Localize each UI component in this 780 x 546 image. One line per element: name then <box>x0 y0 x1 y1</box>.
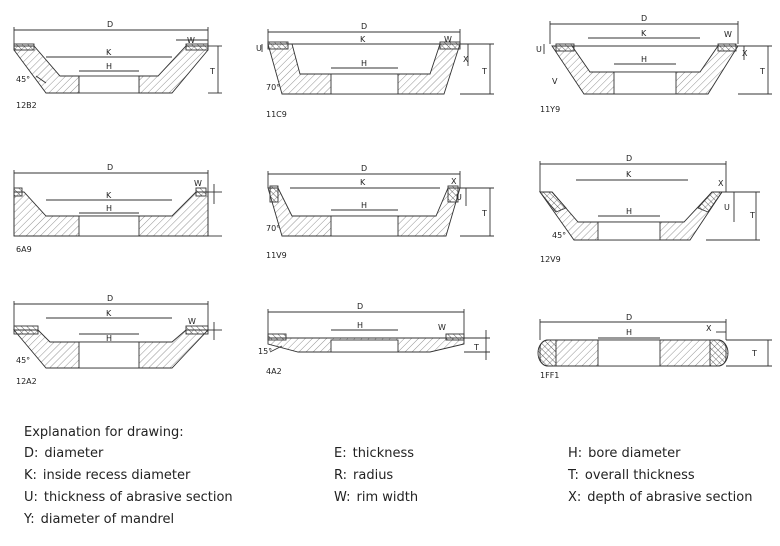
label-w: W <box>438 323 446 332</box>
code-12a2: 12A2 <box>16 377 37 386</box>
label-d: D <box>641 14 647 23</box>
label-t: T <box>749 211 755 220</box>
wheel-drawings: D K H W T 45° 12B2 D K H W X U T 70° 11C… <box>13 14 772 386</box>
label-x: X <box>463 55 469 64</box>
legend-title: Explanation for drawing: <box>24 425 184 440</box>
label-x: X <box>706 324 712 333</box>
code-12v9: 12V9 <box>540 255 561 264</box>
legend-item-e: E:thickness <box>334 446 415 461</box>
label-t: T <box>481 209 487 218</box>
label-u: U <box>456 193 462 202</box>
label-angle: 70° <box>266 83 280 92</box>
legend-item-d: D:diameter <box>24 446 104 461</box>
code-11y9: 11Y9 <box>540 105 560 114</box>
label-x: X <box>451 177 457 186</box>
label-x: X <box>742 49 748 58</box>
label-d: D <box>626 313 632 322</box>
label-d: D <box>626 154 632 163</box>
label-h: H <box>361 59 367 68</box>
code-12b2: 12B2 <box>16 101 37 110</box>
drawing-6a9 <box>13 170 222 237</box>
legend-item-r: R:radius <box>334 468 394 483</box>
label-d: D <box>107 20 113 29</box>
drawing-12v9 <box>539 161 760 241</box>
code-6a9: 6A9 <box>16 245 32 254</box>
code-11v9: 11V9 <box>266 251 287 260</box>
label-w: W <box>187 36 195 45</box>
label-h: H <box>106 62 112 71</box>
label-h: H <box>626 207 632 216</box>
code-11c9: 11C9 <box>266 110 287 119</box>
label-angle: 45° <box>552 231 566 240</box>
legend-item-w: W:rim width <box>334 490 419 505</box>
code-4a2: 4A2 <box>266 367 282 376</box>
label-v: V <box>552 77 558 86</box>
drawing-11y9 <box>543 21 772 95</box>
label-angle: 15° <box>258 347 272 356</box>
label-t: T <box>481 67 487 76</box>
label-h: H <box>361 201 367 210</box>
label-angle: 70° <box>266 224 280 233</box>
label-x: X <box>718 179 724 188</box>
label-h: H <box>106 334 112 343</box>
label-d: D <box>107 294 113 303</box>
label-k: K <box>106 309 112 318</box>
label-h: H <box>641 55 647 64</box>
label-d: D <box>361 164 367 173</box>
label-h: H <box>626 328 632 337</box>
label-w: W <box>724 30 732 39</box>
label-k: K <box>360 178 366 187</box>
drawing-1ff1 <box>537 319 772 367</box>
label-u: U <box>536 45 542 54</box>
label-w: W <box>188 317 196 326</box>
legend: D:diameter K:inside recess diameter U:th… <box>24 446 780 536</box>
drawing-11v9 <box>267 171 494 237</box>
label-h: H <box>106 204 112 213</box>
label-k: K <box>106 48 112 57</box>
drawing-4a2 <box>267 309 490 360</box>
drawing-12b2 <box>13 27 222 94</box>
label-t: T <box>473 343 479 352</box>
label-k: K <box>360 35 366 44</box>
label-k: K <box>641 29 647 38</box>
legend-item-y: Y:diameter of mandrel <box>24 512 175 527</box>
label-u: U <box>724 203 730 212</box>
label-t: T <box>759 67 765 76</box>
label-k: K <box>626 170 632 179</box>
label-u: U <box>256 44 262 53</box>
code-1ff1: 1FF1 <box>540 371 559 380</box>
label-t: T <box>209 67 215 76</box>
label-w: W <box>444 35 452 44</box>
label-angle: 45° <box>16 75 30 84</box>
label-d: D <box>107 163 113 172</box>
legend-item-k: K:inside recess diameter <box>24 468 191 483</box>
label-d: D <box>361 22 367 31</box>
label-h: H <box>357 321 363 330</box>
label-k: K <box>106 191 112 200</box>
label-t: T <box>751 349 757 358</box>
label-d: D <box>357 302 363 311</box>
drawing-12a2 <box>13 301 222 369</box>
label-w: W <box>194 179 202 188</box>
drawing-11c9 <box>261 29 494 95</box>
label-angle: 45° <box>16 356 30 365</box>
legend-item-x: X:depth of abrasive section <box>568 490 753 505</box>
legend-item-t: T:overall thickness <box>568 468 695 483</box>
legend-item-u: U:thickness of abrasive section <box>24 490 233 505</box>
legend-item-h: H:bore diameter <box>568 446 681 461</box>
